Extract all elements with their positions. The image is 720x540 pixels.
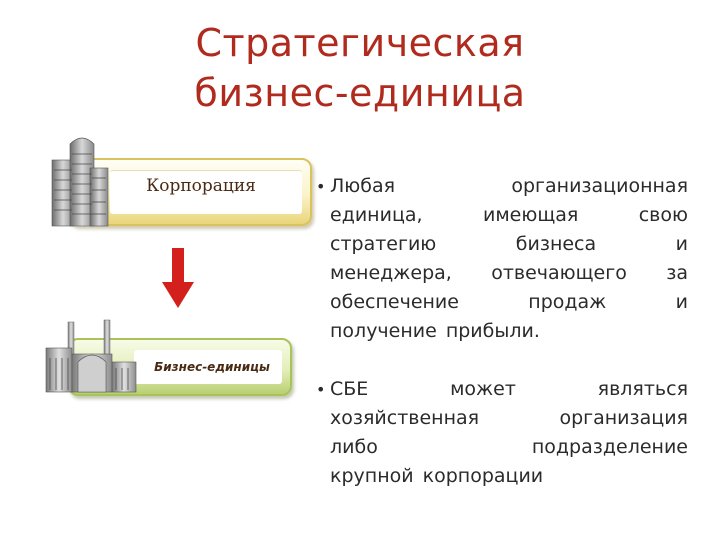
bullet-word: обеспечение	[330, 291, 459, 313]
bullet-word: организация	[559, 407, 688, 429]
bullet-word: хозяйственная	[330, 407, 480, 429]
bullet-word: свою	[638, 204, 688, 226]
bullet-item: • Любая организационная единица, имеющая сво…	[316, 172, 688, 346]
bullet-word: отвечающего	[491, 262, 627, 284]
bullet-word: стратегию	[330, 233, 437, 255]
bullet-word: СБЕ	[330, 378, 369, 400]
bullet-word: либо	[330, 436, 378, 458]
slide-title: Стратегическая бизнес-единица	[0, 18, 720, 118]
factory-icon	[45, 319, 137, 393]
bullet-word: единица,	[330, 204, 423, 226]
bullet-word: крупной	[330, 465, 414, 487]
down-arrow-icon	[162, 248, 194, 308]
bullet-line: СБЕ может являться	[330, 375, 688, 404]
corporation-banner	[68, 158, 312, 226]
bullet-word: организационная	[511, 175, 688, 197]
bullet-word: подразделение	[531, 436, 688, 458]
bullet-word: может	[450, 378, 516, 400]
bullet-dot: •	[316, 177, 326, 196]
bullet-line: хозяйственная организация	[330, 404, 688, 433]
business-units-label: Бизнес-единицы	[154, 360, 270, 374]
bullet-word: за	[666, 262, 688, 284]
bullet-item: • СБЕ может являться хозяйственная организац…	[316, 375, 688, 491]
bullet-word: и	[675, 233, 688, 255]
bullet-word: и	[675, 291, 688, 313]
bullet-line: стратегию бизнеса и	[330, 230, 688, 259]
bullet-line: единица, имеющая свою	[330, 201, 688, 230]
bullet-line: Любая организационная	[330, 172, 688, 201]
bullet-word: являться	[597, 378, 688, 400]
bullet-list: • Любая организационная единица, имеющая сво…	[316, 172, 688, 491]
bullet-word: бизнеса	[515, 233, 597, 255]
title-line-1: Стратегическая	[195, 21, 525, 65]
bullet-word: прибыли.	[445, 320, 540, 342]
bullet-word: менеджера,	[330, 262, 452, 284]
bullet-line: крупной корпорации	[330, 462, 688, 491]
bullet-line: получение прибыли.	[330, 317, 688, 346]
bullet-line: менеджера, отвечающего за	[330, 259, 688, 288]
bullet-line: обеспечение продаж и	[330, 288, 688, 317]
bullet-line: либо подразделение	[330, 433, 688, 462]
bullet-dot: •	[316, 380, 326, 399]
bullet-word: продаж	[528, 291, 607, 313]
bullet-word: имеющая	[482, 204, 579, 226]
title-line-2: бизнес-единица	[194, 71, 526, 115]
corporation-label: Корпорация	[146, 176, 256, 196]
bullet-word: Любая	[330, 175, 396, 197]
office-building-icon	[51, 137, 109, 227]
bullet-word: корпорации	[422, 465, 544, 487]
bullet-word: получение	[330, 320, 437, 342]
corporation-diagram: Корпорация Бизнес-единицы	[38, 130, 312, 410]
